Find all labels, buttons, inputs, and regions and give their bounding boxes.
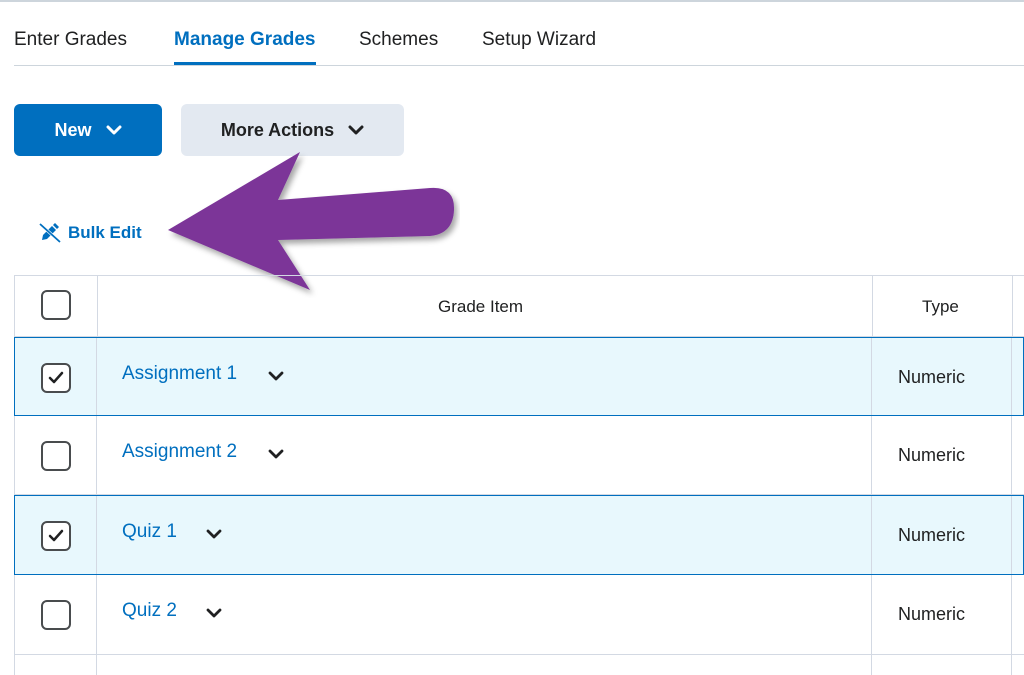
column-divider [871,496,872,574]
grade-item-link[interactable]: Assignment 2 [122,441,238,462]
column-divider [1011,655,1012,675]
chevron-down-icon[interactable] [206,608,222,618]
pencil-slash-icon [38,222,62,244]
tabs-divider [14,65,1024,66]
chevron-down-icon [106,125,121,135]
checkmark-icon [48,529,64,542]
type-cell: Numeric [898,525,966,545]
column-divider [871,416,872,494]
column-divider [871,655,872,675]
column-divider [1011,496,1012,574]
tab-setup-wizard[interactable]: Setup Wizard [482,29,597,50]
type-cell: Numeric [898,604,966,624]
column-divider [872,276,873,336]
new-button-label: New [54,119,92,140]
more-actions-button[interactable]: More Actions [181,104,404,156]
new-button[interactable]: New [14,104,162,156]
table-row [14,655,1024,675]
checkmark-icon [48,371,64,384]
tab-manage-grades[interactable]: Manage Grades [174,26,316,66]
column-divider [871,338,872,415]
column-divider [1011,338,1012,415]
grade-items-table: Grade Item Type Assignment 1 Numeric Ass… [14,275,1024,675]
select-all-checkbox[interactable] [41,290,71,320]
chevron-down-icon[interactable] [206,529,222,539]
chevron-down-icon [348,125,364,135]
column-divider [96,416,97,494]
table-row: Quiz 2 Numeric [14,575,1024,655]
table-row: Assignment 1 Numeric [14,337,1024,416]
table-row: Assignment 2 Numeric [14,416,1024,495]
top-divider [0,0,1024,2]
table-row: Quiz 1 Numeric [14,495,1024,575]
column-divider [96,496,97,574]
column-divider [1012,276,1013,336]
table-header-row: Grade Item Type [14,275,1024,337]
bulk-edit-button[interactable]: Bulk Edit [38,222,142,244]
grade-item-link[interactable]: Assignment 1 [122,363,238,384]
column-divider [1011,575,1012,654]
row-checkbox[interactable] [41,441,71,471]
more-actions-label: More Actions [220,119,335,140]
type-cell: Numeric [898,367,966,387]
column-divider [96,575,97,654]
tab-enter-grades[interactable]: Enter Grades [14,29,127,50]
grade-item-header: Grade Item [438,297,524,316]
tab-bar: Enter Grades Manage Grades Schemes Setup… [14,26,1024,66]
row-checkbox[interactable] [41,600,71,630]
type-header: Type [922,297,959,316]
column-divider [1011,416,1012,494]
bulk-edit-label: Bulk Edit [68,223,142,242]
grade-item-link[interactable]: Quiz 2 [122,600,177,621]
type-cell: Numeric [898,445,966,465]
column-divider [97,276,98,336]
chevron-down-icon[interactable] [268,449,284,459]
row-checkbox[interactable] [41,521,71,551]
annotation-arrow [168,152,455,290]
tab-schemes[interactable]: Schemes [359,29,439,50]
row-checkbox[interactable] [41,363,71,393]
grade-item-link[interactable]: Quiz 1 [122,521,177,542]
column-divider [871,575,872,654]
chevron-down-icon[interactable] [268,371,284,381]
column-divider [96,655,97,675]
column-divider [96,338,97,415]
